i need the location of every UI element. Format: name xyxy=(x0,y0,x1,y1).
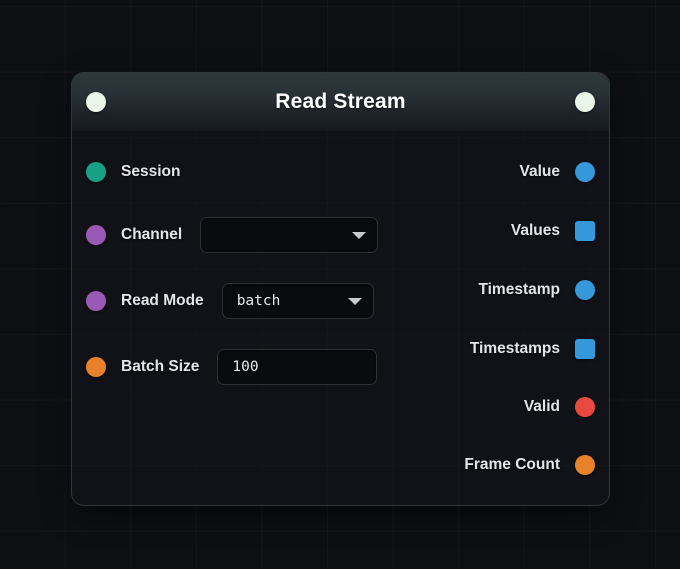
input-port-channel[interactable] xyxy=(86,225,106,245)
batch-size-input[interactable]: 100 xyxy=(217,349,378,385)
input-port-read-mode[interactable] xyxy=(86,291,106,311)
read-mode-dropdown-value: batch xyxy=(236,293,281,309)
input-label-batch-size: Batch Size xyxy=(121,358,200,375)
node-header[interactable]: Read Stream xyxy=(72,73,609,131)
output-label-timestamps: Timestamps xyxy=(469,340,560,357)
output-label-values: Values xyxy=(510,222,560,239)
input-row-channel: Channel xyxy=(72,215,609,255)
input-label-session: Session xyxy=(121,163,181,180)
output-port-timestamp[interactable] xyxy=(575,280,595,300)
input-port-session[interactable] xyxy=(86,162,106,182)
output-row-value: Value xyxy=(72,152,609,192)
output-label-timestamp: Timestamp xyxy=(478,281,560,298)
input-row-session: Session xyxy=(72,152,609,192)
chevron-down-icon xyxy=(347,298,362,305)
output-label-frame-count: Frame Count xyxy=(464,456,560,473)
exec-output-port[interactable] xyxy=(575,92,595,112)
input-row-batch-size: Batch Size 100 xyxy=(72,347,609,387)
chevron-down-icon xyxy=(352,232,367,239)
input-port-batch-size[interactable] xyxy=(86,357,106,377)
output-port-timestamps[interactable] xyxy=(575,339,595,359)
node-read-stream[interactable]: Read Stream Session Channel Read Mode xyxy=(71,72,610,506)
output-port-valid[interactable] xyxy=(575,397,595,417)
input-label-channel: Channel xyxy=(121,226,183,243)
node-title: Read Stream xyxy=(275,90,406,113)
output-row-frame-count: Frame Count xyxy=(72,445,609,485)
batch-size-input-value: 100 xyxy=(232,359,259,375)
output-row-timestamps: Timestamps xyxy=(72,329,609,369)
output-label-valid: Valid xyxy=(523,398,560,415)
output-row-values: Values xyxy=(72,211,609,251)
output-port-value[interactable] xyxy=(575,162,595,182)
input-label-read-mode: Read Mode xyxy=(121,292,204,309)
output-row-timestamp: Timestamp xyxy=(72,270,609,310)
output-row-valid: Valid xyxy=(72,387,609,427)
channel-dropdown[interactable] xyxy=(200,217,379,253)
node-body: Session Channel Read Mode batch xyxy=(72,131,609,505)
output-port-values[interactable] xyxy=(575,221,595,241)
read-mode-dropdown[interactable]: batch xyxy=(221,283,374,319)
output-port-frame-count[interactable] xyxy=(575,455,595,475)
input-row-read-mode: Read Mode batch xyxy=(72,281,609,321)
output-label-value: Value xyxy=(519,163,561,180)
exec-input-port[interactable] xyxy=(86,92,106,112)
